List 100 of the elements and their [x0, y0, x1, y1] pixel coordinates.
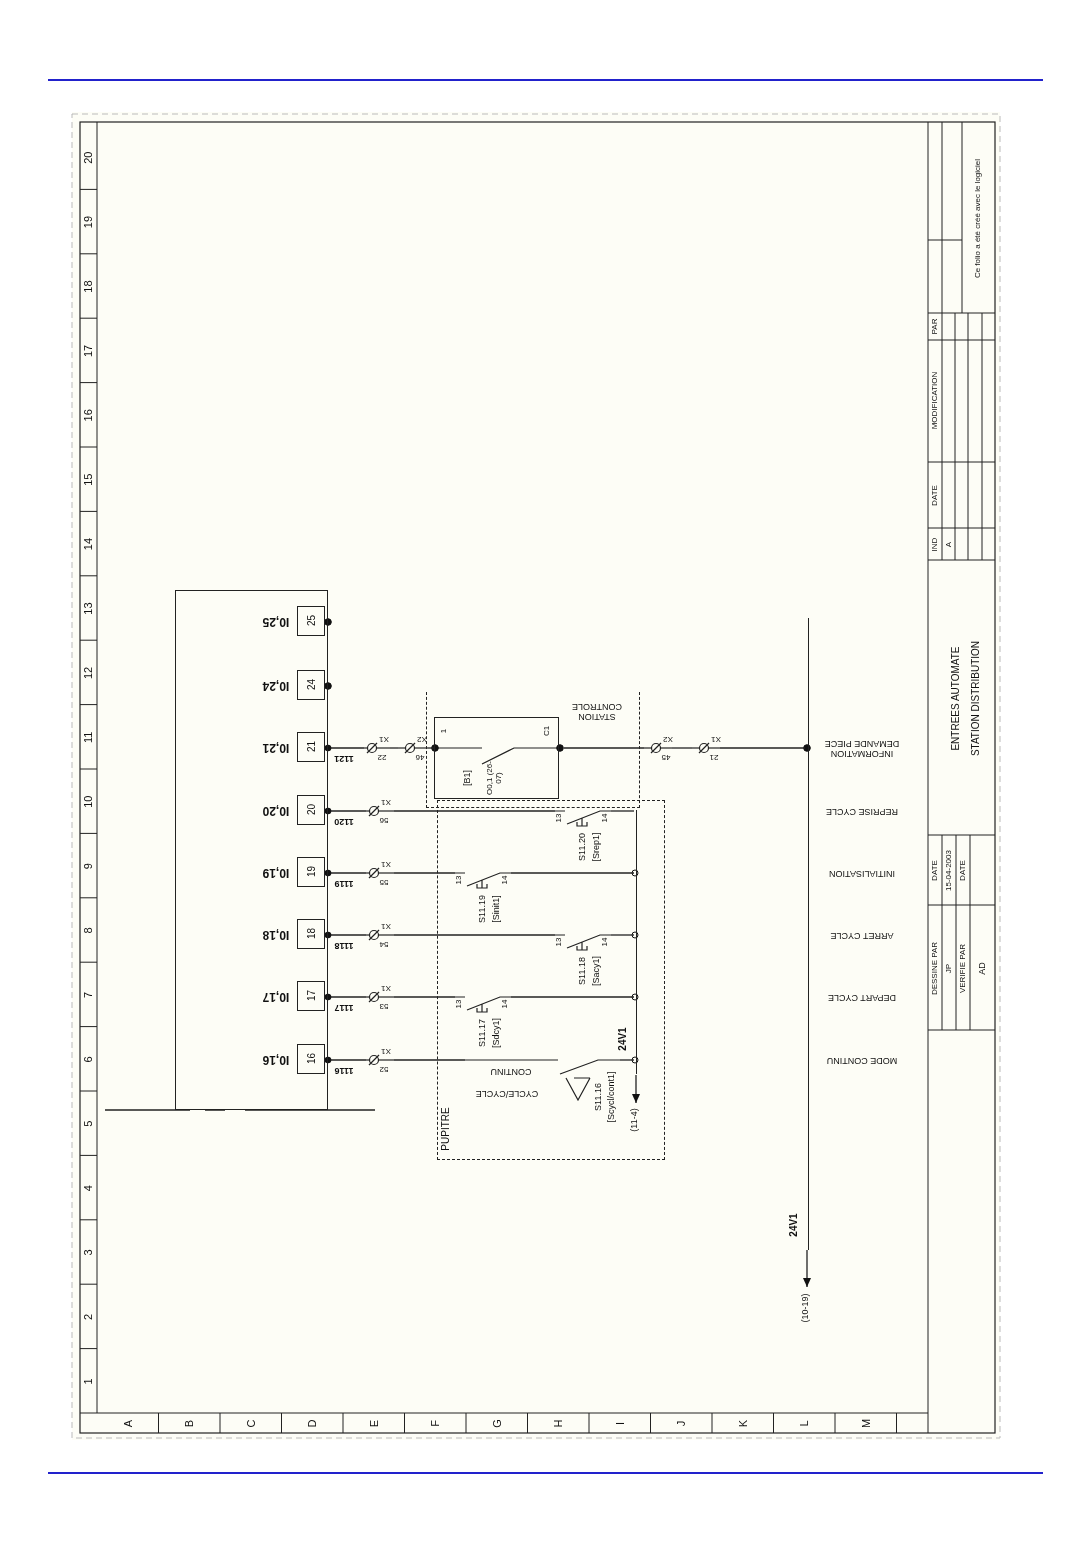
terminal-box: 24 [297, 670, 325, 700]
wire-number: 1116 [333, 1065, 355, 1075]
wire [324, 744, 365, 752]
contact-number: 14 [500, 999, 510, 1009]
rail-label: 24V1 [787, 1213, 799, 1237]
grid-number: 1 [81, 1377, 95, 1384]
device-tag: S11.17 [478, 1019, 488, 1047]
grid-letter: J [675, 1420, 688, 1426]
device-tag: S11.19 [478, 895, 488, 923]
wire [393, 872, 456, 874]
grid-number: 6 [81, 1055, 95, 1062]
input-address: I0,19 [262, 865, 290, 879]
cross-reference: (11-4) [630, 1108, 640, 1132]
wire [389, 747, 399, 749]
wire [324, 993, 367, 1001]
grid-number: 20 [81, 151, 95, 164]
device-tag: S11.16 [594, 1083, 604, 1111]
grid-number: 12 [81, 666, 95, 679]
wire [427, 747, 436, 749]
contact-number: 14 [600, 937, 610, 947]
terminal-box: 18 [297, 919, 325, 949]
title-block-text: JP [944, 963, 954, 973]
grid-letter: B [183, 1419, 196, 1427]
grid-number: 8 [81, 926, 95, 934]
contact-number: 14 [600, 813, 610, 823]
grid-letter: K [736, 1419, 749, 1427]
station-boundary [426, 692, 640, 808]
terminal-strip-name: X2 [663, 734, 673, 744]
terminal-box: 19 [297, 857, 325, 887]
grid-letter: H [552, 1419, 565, 1427]
grid-letter: A [121, 1419, 134, 1427]
wire [393, 996, 456, 998]
title-block-text: 15-04-2003 [944, 849, 954, 891]
wire-number: 1117 [333, 1002, 355, 1012]
contact-number: 13 [454, 875, 464, 885]
wire [324, 807, 367, 815]
input-address: I0,17 [262, 989, 290, 1003]
terminal-number: 55 [379, 877, 389, 887]
grid-number: 16 [81, 408, 95, 421]
title-block-text: DATE [958, 859, 968, 881]
wire [671, 747, 693, 749]
terminal-number: 54 [379, 939, 389, 949]
terminal-number: 21 [709, 752, 719, 762]
variable-name: [Sinit1] [492, 895, 502, 923]
input-address: I0,16 [262, 1052, 290, 1066]
terminal-box: 25 [297, 606, 325, 636]
contact-number: 1 [439, 728, 449, 734]
title-block-text: DATE [930, 859, 940, 881]
grid-number: 15 [81, 473, 95, 486]
wire [610, 934, 635, 936]
variable-name: [Srep1] [592, 832, 602, 862]
contact-number: 14 [500, 875, 510, 885]
variable-name: [Sacy1] [592, 956, 602, 986]
terminal-strip-name: X1 [381, 797, 391, 807]
signal-label: ARRET CYCLE [829, 930, 895, 940]
input-address: I0,25 [262, 614, 290, 628]
terminal-box: 17 [297, 981, 325, 1011]
grid-number: 10 [81, 795, 95, 808]
title-block-text: AD [977, 961, 987, 975]
title-block-text: PAR [930, 318, 940, 334]
signal-label: MODE CONTINU [825, 1055, 899, 1065]
grid-letter: C [244, 1419, 257, 1427]
grid-letter: M [859, 1418, 872, 1428]
signal-label: INFORMATION DEMANDE PIECE [823, 738, 901, 758]
device-tag: [B1] [463, 770, 473, 786]
wire-number: 1119 [333, 878, 355, 888]
terminal-number: 52 [379, 1064, 389, 1074]
grid-number: 11 [81, 731, 95, 743]
grid-letter: E [367, 1419, 380, 1427]
title-block-text: DESSINE PAR [930, 941, 940, 995]
variable-name: [Scycl/cont1] [607, 1071, 617, 1123]
grid-letter: D [306, 1419, 319, 1427]
terminal-number: 56 [379, 815, 389, 825]
terminal-strip-name: X2 [417, 734, 427, 744]
drawing-title: ENTREES AUTOMATE [949, 645, 961, 751]
wire [510, 872, 635, 874]
arrow [803, 1249, 811, 1288]
device-tag: S11.20 [578, 833, 588, 861]
wire [619, 1059, 635, 1061]
position-label: CYCLE/CYCLE [475, 1088, 539, 1098]
terminal-number: 45 [661, 752, 671, 762]
variable-name: [Sdcy1] [492, 1018, 502, 1048]
grid-number: 5 [81, 1120, 95, 1127]
title-block-text: DATE [930, 484, 940, 506]
wire [563, 747, 645, 749]
grid-number: 14 [81, 537, 95, 550]
terminal-strip-name: X1 [381, 1046, 391, 1056]
terminal-strip-name: X1 [379, 734, 389, 744]
title-block-text: VERIFIE PAR [958, 943, 968, 993]
contact-number: 13 [454, 999, 464, 1009]
grid-number: 13 [81, 601, 95, 615]
wire-number: 1118 [333, 940, 355, 950]
terminal-number: 53 [379, 1001, 389, 1011]
enclosure-title: STATION CONTROLE [571, 701, 623, 721]
wire [510, 996, 635, 998]
cross-reference: (10-19) [801, 1293, 811, 1323]
rail-label: 24V1 [616, 1027, 628, 1051]
terminal-strip-name: X1 [381, 921, 391, 931]
enclosure-title: PUPITRE [439, 1107, 451, 1151]
terminal-box: 20 [297, 795, 325, 825]
